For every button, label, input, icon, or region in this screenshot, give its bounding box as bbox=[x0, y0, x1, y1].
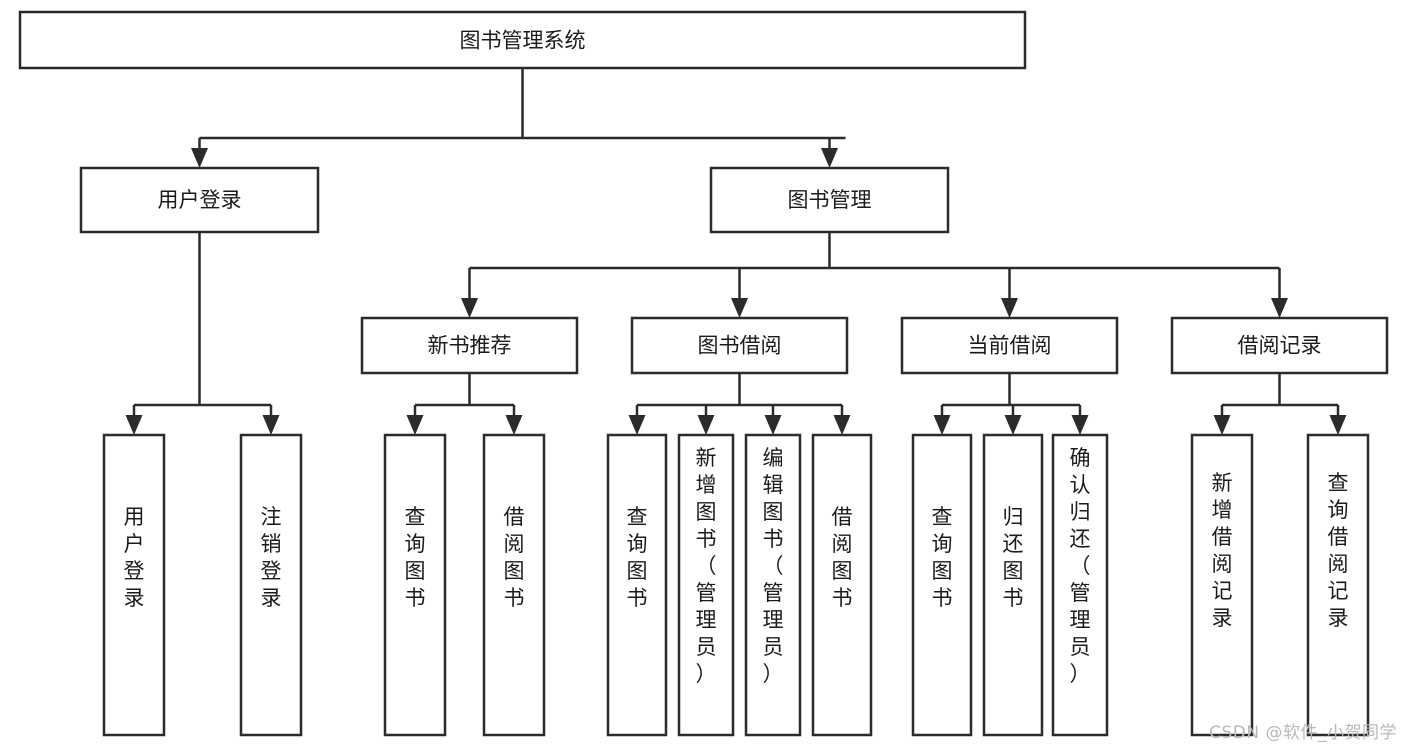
connector-user-login bbox=[132, 232, 273, 419]
node-borrow-record-label: 借阅记录 bbox=[1238, 334, 1322, 358]
connector-current-borrow bbox=[940, 373, 1082, 419]
node-leaf-add-borrow-record-label: 新增借阅记录 bbox=[1212, 471, 1233, 630]
node-leaf-borrow-book-recommend-box[interactable] bbox=[482, 433, 546, 737]
node-leaf-logout-label: 注销登录 bbox=[261, 505, 282, 610]
node-leaf-return-book-box[interactable] bbox=[982, 433, 1044, 737]
node-leaf-user-login-label: 用户登录 bbox=[124, 505, 145, 610]
node-book-management-box[interactable] bbox=[709, 166, 950, 234]
node-leaf-query-book-current-box[interactable] bbox=[911, 433, 973, 737]
connector-book-management bbox=[468, 232, 1281, 302]
node-leaf-query-borrow-record-label: 查询借阅记录 bbox=[1328, 471, 1349, 630]
node-book-borrow[interactable]: 图书借阅 bbox=[630, 316, 849, 375]
node-leaf-borrow-book-box[interactable] bbox=[811, 433, 873, 737]
arrow-head-leaf-query-borrow-record bbox=[1329, 415, 1347, 435]
arrow-head-leaf-add-borrow-record bbox=[1213, 415, 1231, 435]
node-leaf-return-book-label: 归还图书 bbox=[1003, 505, 1024, 610]
node-leaf-logout-box[interactable] bbox=[239, 433, 303, 737]
node-leaf-confirm-return-label: 确认归还（管理员） bbox=[1070, 446, 1091, 686]
node-new-book-recommend-box[interactable] bbox=[360, 316, 579, 375]
node-leaf-borrow-book-label: 借阅图书 bbox=[832, 505, 853, 610]
connectors-root-to-level2 bbox=[191, 68, 846, 168]
node-leaf-query-book-recommend-label: 查询图书 bbox=[405, 505, 426, 610]
arrow-head-leaf-logout bbox=[262, 415, 280, 435]
node-leaf-add-borrow-record-box[interactable] bbox=[1190, 433, 1254, 737]
node-leaf-return-book[interactable]: 归还图书 bbox=[982, 433, 1044, 737]
arrow-head-leaf-borrow-book bbox=[833, 415, 851, 435]
node-root-label: 图书管理系统 bbox=[460, 29, 586, 53]
node-leaf-query-book-recommend[interactable]: 查询图书 bbox=[383, 433, 447, 737]
arrow-head-current-borrow bbox=[1001, 298, 1018, 318]
connector-book-borrow bbox=[635, 373, 844, 419]
connector-new-book-recommend bbox=[413, 373, 516, 419]
node-leaf-query-borrow-record[interactable]: 查询借阅记录 bbox=[1306, 433, 1370, 737]
node-leaf-add-book-box[interactable] bbox=[677, 433, 735, 737]
connectors-book-borrow-to-leaves bbox=[628, 373, 851, 435]
node-current-borrow-box[interactable] bbox=[900, 316, 1119, 375]
arrow-head-leaf-user-login bbox=[125, 415, 143, 435]
node-book-borrow-box[interactable] bbox=[630, 316, 849, 375]
connector-borrow-record bbox=[1220, 373, 1340, 419]
node-borrow-record[interactable]: 借阅记录 bbox=[1170, 316, 1389, 375]
node-leaf-query-book-current[interactable]: 查询图书 bbox=[911, 433, 973, 737]
node-leaf-confirm-return[interactable]: 确认归还（管理员） bbox=[1051, 433, 1109, 737]
arrow-head-leaf-edit-book bbox=[764, 415, 782, 435]
node-leaf-borrow-book-recommend-label: 借阅图书 bbox=[504, 505, 525, 610]
node-borrow-record-box[interactable] bbox=[1170, 316, 1389, 375]
connectors-current-borrow-to-leaves bbox=[933, 373, 1089, 435]
node-leaf-edit-book-box[interactable] bbox=[744, 433, 802, 737]
node-user-login-label: 用户登录 bbox=[158, 188, 242, 212]
node-leaf-add-book-label: 新增图书（管理员） bbox=[696, 446, 717, 686]
node-leaf-query-book-borrow-box[interactable] bbox=[606, 433, 668, 737]
node-current-borrow[interactable]: 当前借阅 bbox=[900, 316, 1119, 375]
node-leaf-borrow-book-recommend[interactable]: 借阅图书 bbox=[482, 433, 546, 737]
node-user-login-box[interactable] bbox=[79, 166, 320, 234]
arrow-head-leaf-borrow-book-recommend bbox=[505, 415, 523, 435]
arrow-head-leaf-query-book-current bbox=[933, 415, 951, 435]
node-root[interactable]: 图书管理系统 bbox=[18, 10, 1027, 70]
node-book-management-label: 图书管理 bbox=[788, 188, 872, 212]
node-user-login[interactable]: 用户登录 bbox=[79, 166, 320, 234]
node-leaf-query-book-recommend-box[interactable] bbox=[383, 433, 447, 737]
node-leaf-edit-book-label: 编辑图书（管理员） bbox=[763, 446, 784, 686]
node-leaf-add-book[interactable]: 新增图书（管理员） bbox=[677, 433, 735, 737]
node-new-book-recommend-label: 新书推荐 bbox=[428, 334, 512, 358]
arrow-head-book-borrow bbox=[731, 298, 748, 318]
connector-root bbox=[198, 68, 846, 152]
connectors-book-management-to-level3 bbox=[461, 232, 1288, 318]
arrow-head-user-login bbox=[191, 148, 208, 168]
node-leaf-confirm-return-box[interactable] bbox=[1051, 433, 1109, 737]
node-leaf-query-book-borrow[interactable]: 查询图书 bbox=[606, 433, 668, 737]
arrow-head-borrow-record bbox=[1271, 298, 1288, 318]
node-root-box[interactable] bbox=[18, 10, 1027, 70]
node-leaf-query-book-current-label: 查询图书 bbox=[932, 505, 953, 610]
node-leaf-borrow-book[interactable]: 借阅图书 bbox=[811, 433, 873, 737]
node-leaf-edit-book[interactable]: 编辑图书（管理员） bbox=[744, 433, 802, 737]
node-current-borrow-label: 当前借阅 bbox=[968, 334, 1052, 358]
node-leaf-logout[interactable]: 注销登录 bbox=[239, 433, 303, 737]
node-leaf-user-login-box[interactable] bbox=[102, 433, 166, 737]
arrow-head-leaf-add-book bbox=[697, 415, 715, 435]
arrow-head-leaf-query-book-recommend bbox=[406, 415, 424, 435]
node-leaf-user-login[interactable]: 用户登录 bbox=[102, 433, 166, 737]
arrow-head-leaf-query-book-borrow bbox=[628, 415, 646, 435]
connectors-new-book-recommend-to-leaves bbox=[406, 373, 523, 435]
csdn-watermark: CSDN @软件_小贺同学 bbox=[1209, 723, 1397, 743]
connectors-borrow-record-to-leaves bbox=[1213, 373, 1347, 435]
node-leaf-query-borrow-record-box[interactable] bbox=[1306, 433, 1370, 737]
node-new-book-recommend[interactable]: 新书推荐 bbox=[360, 316, 579, 375]
arrow-head-leaf-return-book bbox=[1004, 415, 1022, 435]
node-leaf-add-borrow-record[interactable]: 新增借阅记录 bbox=[1190, 433, 1254, 737]
arrow-head-book-management bbox=[821, 148, 838, 168]
node-book-management[interactable]: 图书管理 bbox=[709, 166, 950, 234]
arrow-head-leaf-confirm-return bbox=[1071, 415, 1089, 435]
node-leaf-query-book-borrow-label: 查询图书 bbox=[627, 505, 648, 610]
connectors-user-login-to-leaves bbox=[125, 232, 280, 435]
node-book-borrow-label: 图书借阅 bbox=[698, 334, 782, 358]
arrow-head-new-book-recommend bbox=[461, 298, 478, 318]
